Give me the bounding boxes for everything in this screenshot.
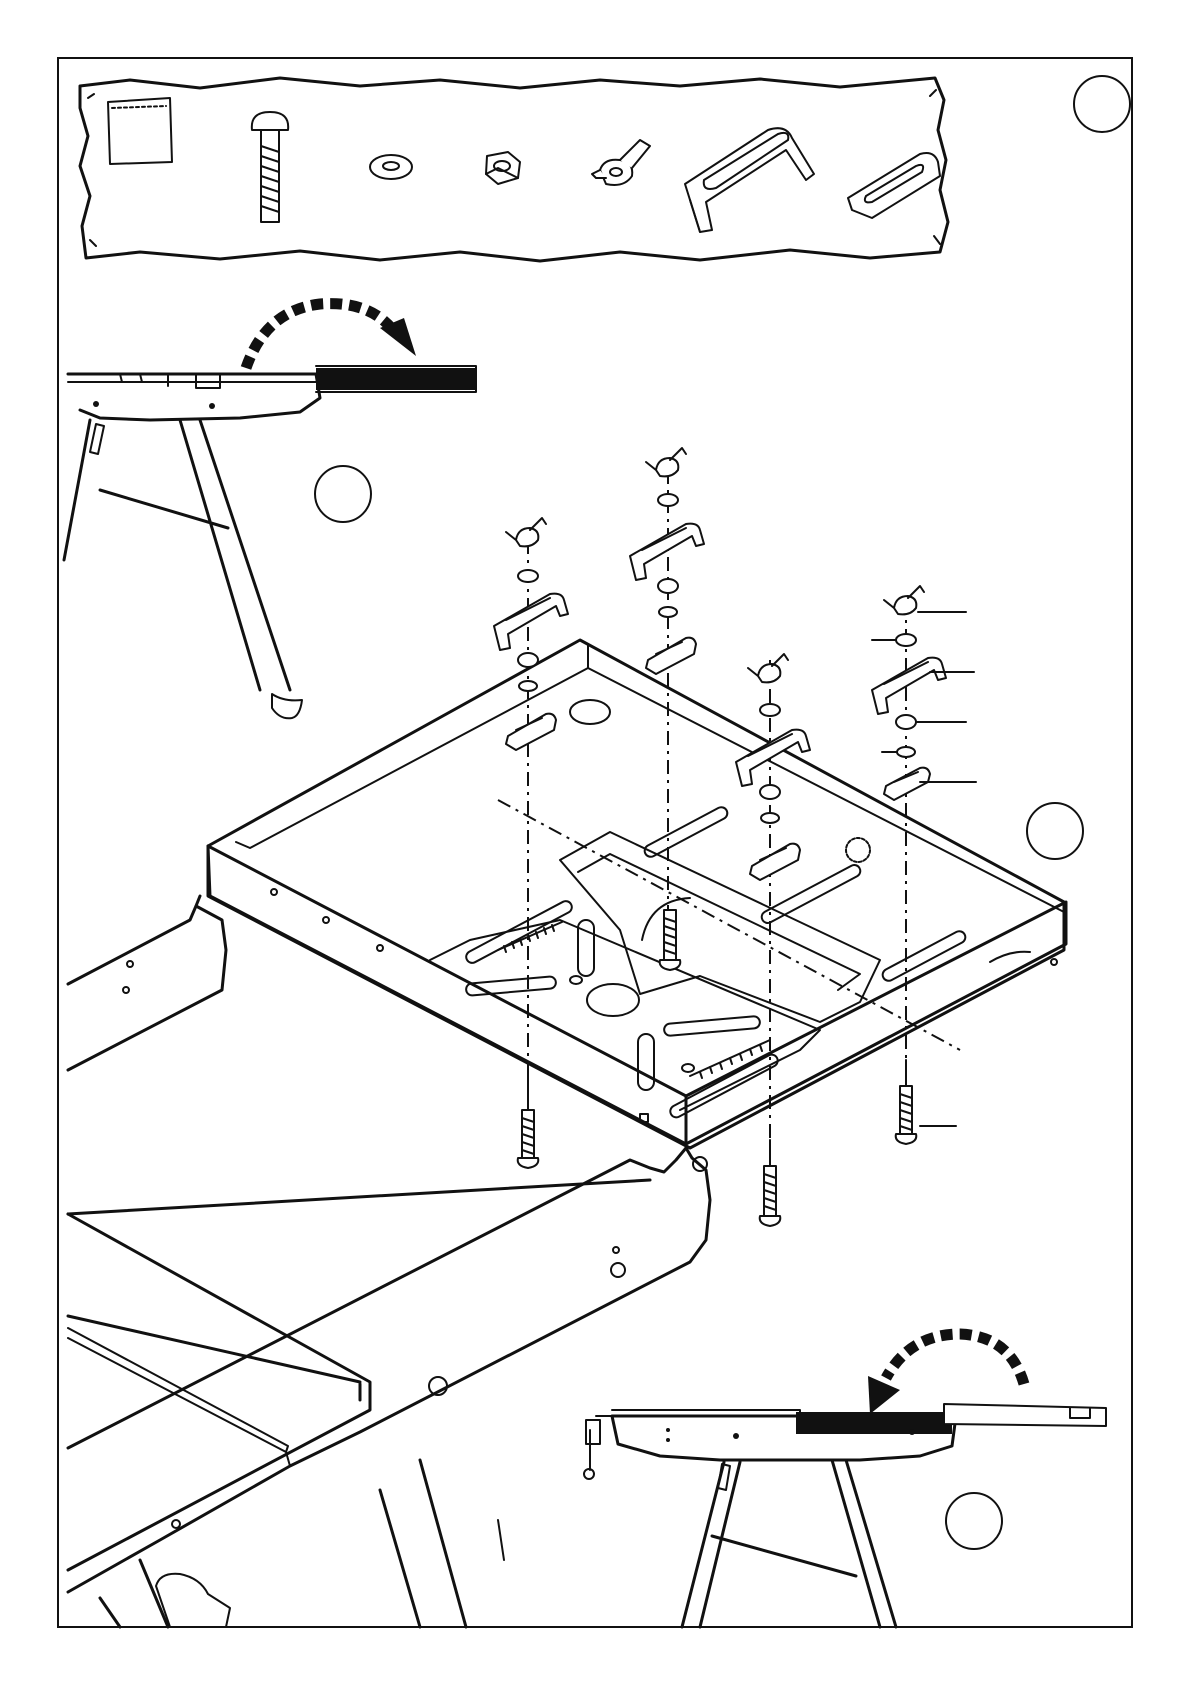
fold-arrow-icon: [246, 304, 396, 368]
fold-back-arrow-icon: [886, 1334, 1024, 1384]
step-marker-1: [1074, 76, 1130, 132]
carriage-bolt-4-icon: [896, 1086, 917, 1144]
mounting-tray: [208, 640, 1066, 1171]
knob-icon: [156, 1574, 230, 1627]
carriage-bolt-1-icon: [518, 1110, 539, 1168]
fold-back-table-detail: [584, 1334, 1106, 1627]
stack-d: [872, 586, 946, 800]
washer-icon: [370, 155, 412, 179]
step-marker-4: [946, 1493, 1002, 1549]
step-marker-3: [1027, 803, 1083, 859]
fold-back-arrowhead-icon: [868, 1376, 900, 1414]
step-marker-2: [315, 466, 371, 522]
fold-out-table-detail: [64, 304, 476, 719]
parts-panel: [80, 78, 948, 261]
carriage-bolt-3-icon: [760, 1166, 781, 1226]
hex-nut-icon: [486, 152, 520, 184]
